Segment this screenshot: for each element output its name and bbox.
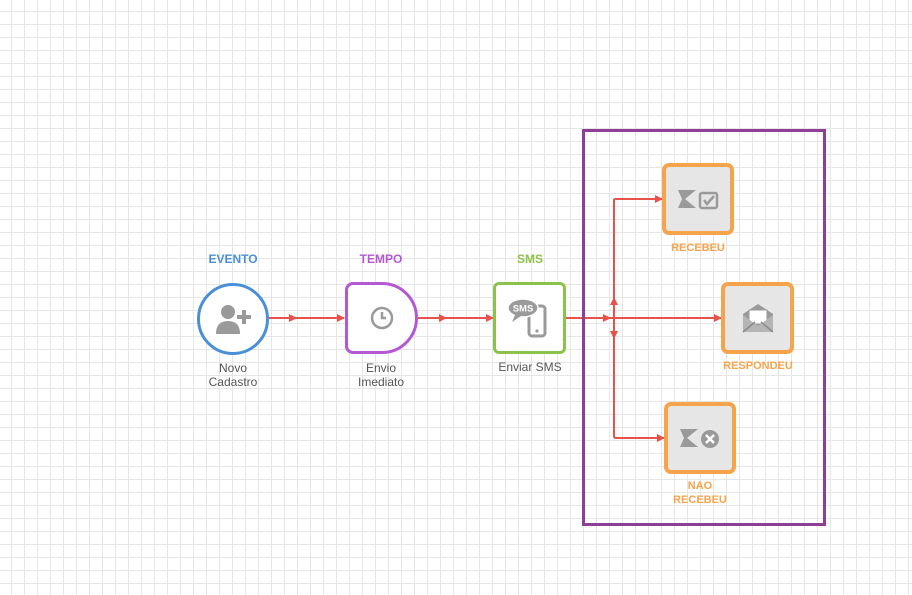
nao-recebeu-label-line: RECEBEU (673, 494, 727, 506)
envelope-icon (742, 304, 773, 333)
nao-recebeu-label: NAO RECEBEU (645, 479, 755, 507)
connector-sms-nao-recebeu[interactable] (613, 318, 665, 442)
evento-category-label: EVENTO (208, 252, 258, 266)
tempo-category-label: TEMPO (359, 252, 403, 266)
evento-caption: Novo Cadastro (183, 361, 283, 389)
connector-sms-recebeu[interactable] (613, 195, 663, 318)
received-check-icon (678, 190, 719, 210)
recebeu-label: RECEBEU (671, 242, 725, 254)
clock-icon (370, 306, 393, 330)
sms-caption: Enviar SMS (498, 360, 562, 374)
sms-node[interactable]: SMS (493, 282, 566, 354)
evento-caption-line: Novo (218, 361, 247, 375)
recebeu-node[interactable] (662, 163, 734, 235)
evento-caption-line: Cadastro (208, 375, 258, 389)
add-user-icon (216, 305, 251, 334)
respondeu-node[interactable] (721, 282, 794, 354)
tempo-caption-line: Imediato (357, 375, 405, 389)
outcome-group-box[interactable] (582, 129, 826, 526)
tempo-caption-line: Envio (365, 361, 397, 375)
tempo-caption: Envio Imediato (331, 361, 431, 389)
nao-recebeu-node[interactable] (664, 402, 736, 474)
evento-node[interactable] (197, 283, 269, 355)
sms-category-label: SMS (516, 252, 543, 266)
respondeu-label: RESPONDEU (723, 360, 793, 372)
sms-icon-text: SMS (512, 304, 533, 315)
not-received-x-icon (680, 429, 719, 448)
sms-phone-icon: SMS (506, 298, 546, 338)
tempo-node[interactable] (345, 282, 418, 354)
nao-recebeu-label-line: NAO (687, 480, 713, 492)
